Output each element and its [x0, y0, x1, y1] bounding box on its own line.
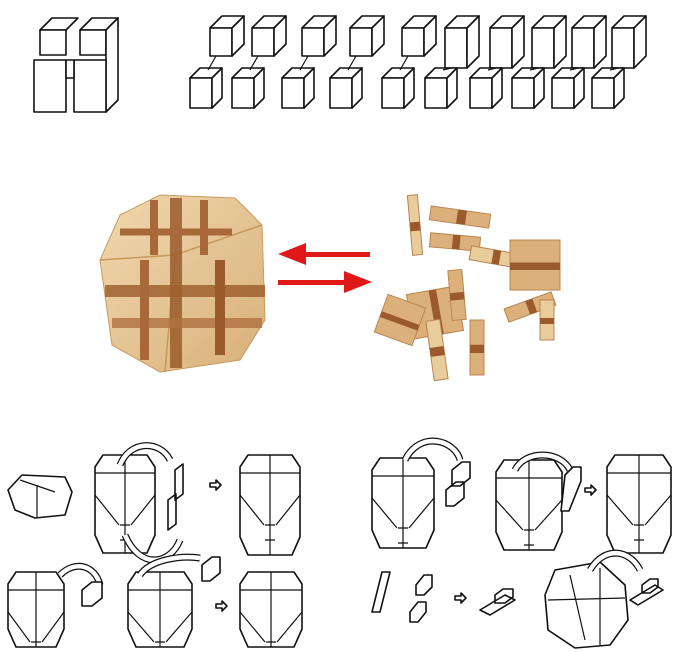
puzzle-piece-drawing — [189, 15, 245, 109]
wooden-piece — [469, 319, 485, 376]
assembled-wooden-cube-photo — [99, 194, 266, 373]
step-arrow-icon — [209, 479, 222, 491]
puzzle-piece-drawing — [551, 15, 607, 109]
puzzle-piece-drawing — [479, 588, 516, 616]
puzzle-piece-drawing — [167, 463, 184, 531]
puzzle-piece-drawing — [281, 15, 337, 109]
assembly-step-drawing — [239, 571, 303, 648]
assembly-step-drawing — [7, 474, 73, 519]
puzzle-piece-drawing — [329, 15, 385, 109]
wooden-piece — [447, 268, 467, 322]
step-arrow-icon — [584, 484, 597, 496]
assembly-step-drawing — [127, 571, 193, 648]
top-pieces-row — [189, 15, 647, 109]
red-arrow-right-icon — [278, 271, 372, 293]
assembly-step-drawing — [239, 454, 301, 556]
disassembled-wooden-pieces-photo — [373, 194, 561, 382]
wooden-piece — [406, 194, 424, 256]
wooden-piece — [425, 318, 449, 382]
assembly-step-drawing — [94, 454, 156, 554]
step-arrow-icon — [454, 592, 467, 604]
puzzle-piece-drawing — [409, 574, 433, 623]
wooden-piece — [503, 291, 557, 323]
puzzle-piece-drawing — [511, 15, 567, 109]
wooden-piece — [428, 205, 492, 229]
puzzle-piece-drawing — [629, 578, 664, 606]
assembly-step-drawing — [7, 571, 65, 648]
puzzle-piece-drawing — [381, 15, 437, 109]
assembly-step-drawing — [544, 561, 629, 649]
assembly-step-drawing — [606, 454, 672, 554]
step-arrow-icon — [215, 600, 228, 612]
puzzle-piece-drawing — [81, 581, 103, 607]
puzzle-piece-drawing — [424, 15, 480, 109]
puzzle-piece-drawing — [371, 571, 391, 613]
puzzle-piece-drawing — [231, 15, 287, 109]
wooden-piece — [373, 293, 427, 347]
puzzle-piece-drawing — [560, 466, 582, 512]
wooden-piece — [509, 239, 561, 291]
assembly-instructions-diagram — [7, 437, 672, 649]
assembly-step-drawing — [371, 457, 435, 549]
assembly-step-drawing — [495, 459, 563, 551]
puzzle-piece-drawing — [201, 556, 221, 582]
red-arrow-left-icon — [278, 243, 370, 265]
puzzle-piece-drawing — [469, 15, 525, 109]
puzzle-piece-drawing — [445, 461, 471, 507]
wooden-piece — [428, 232, 482, 252]
puzzle-piece-drawing — [591, 15, 647, 109]
wooden-piece — [539, 299, 555, 341]
top-assembled-pieces-drawing — [33, 17, 119, 113]
